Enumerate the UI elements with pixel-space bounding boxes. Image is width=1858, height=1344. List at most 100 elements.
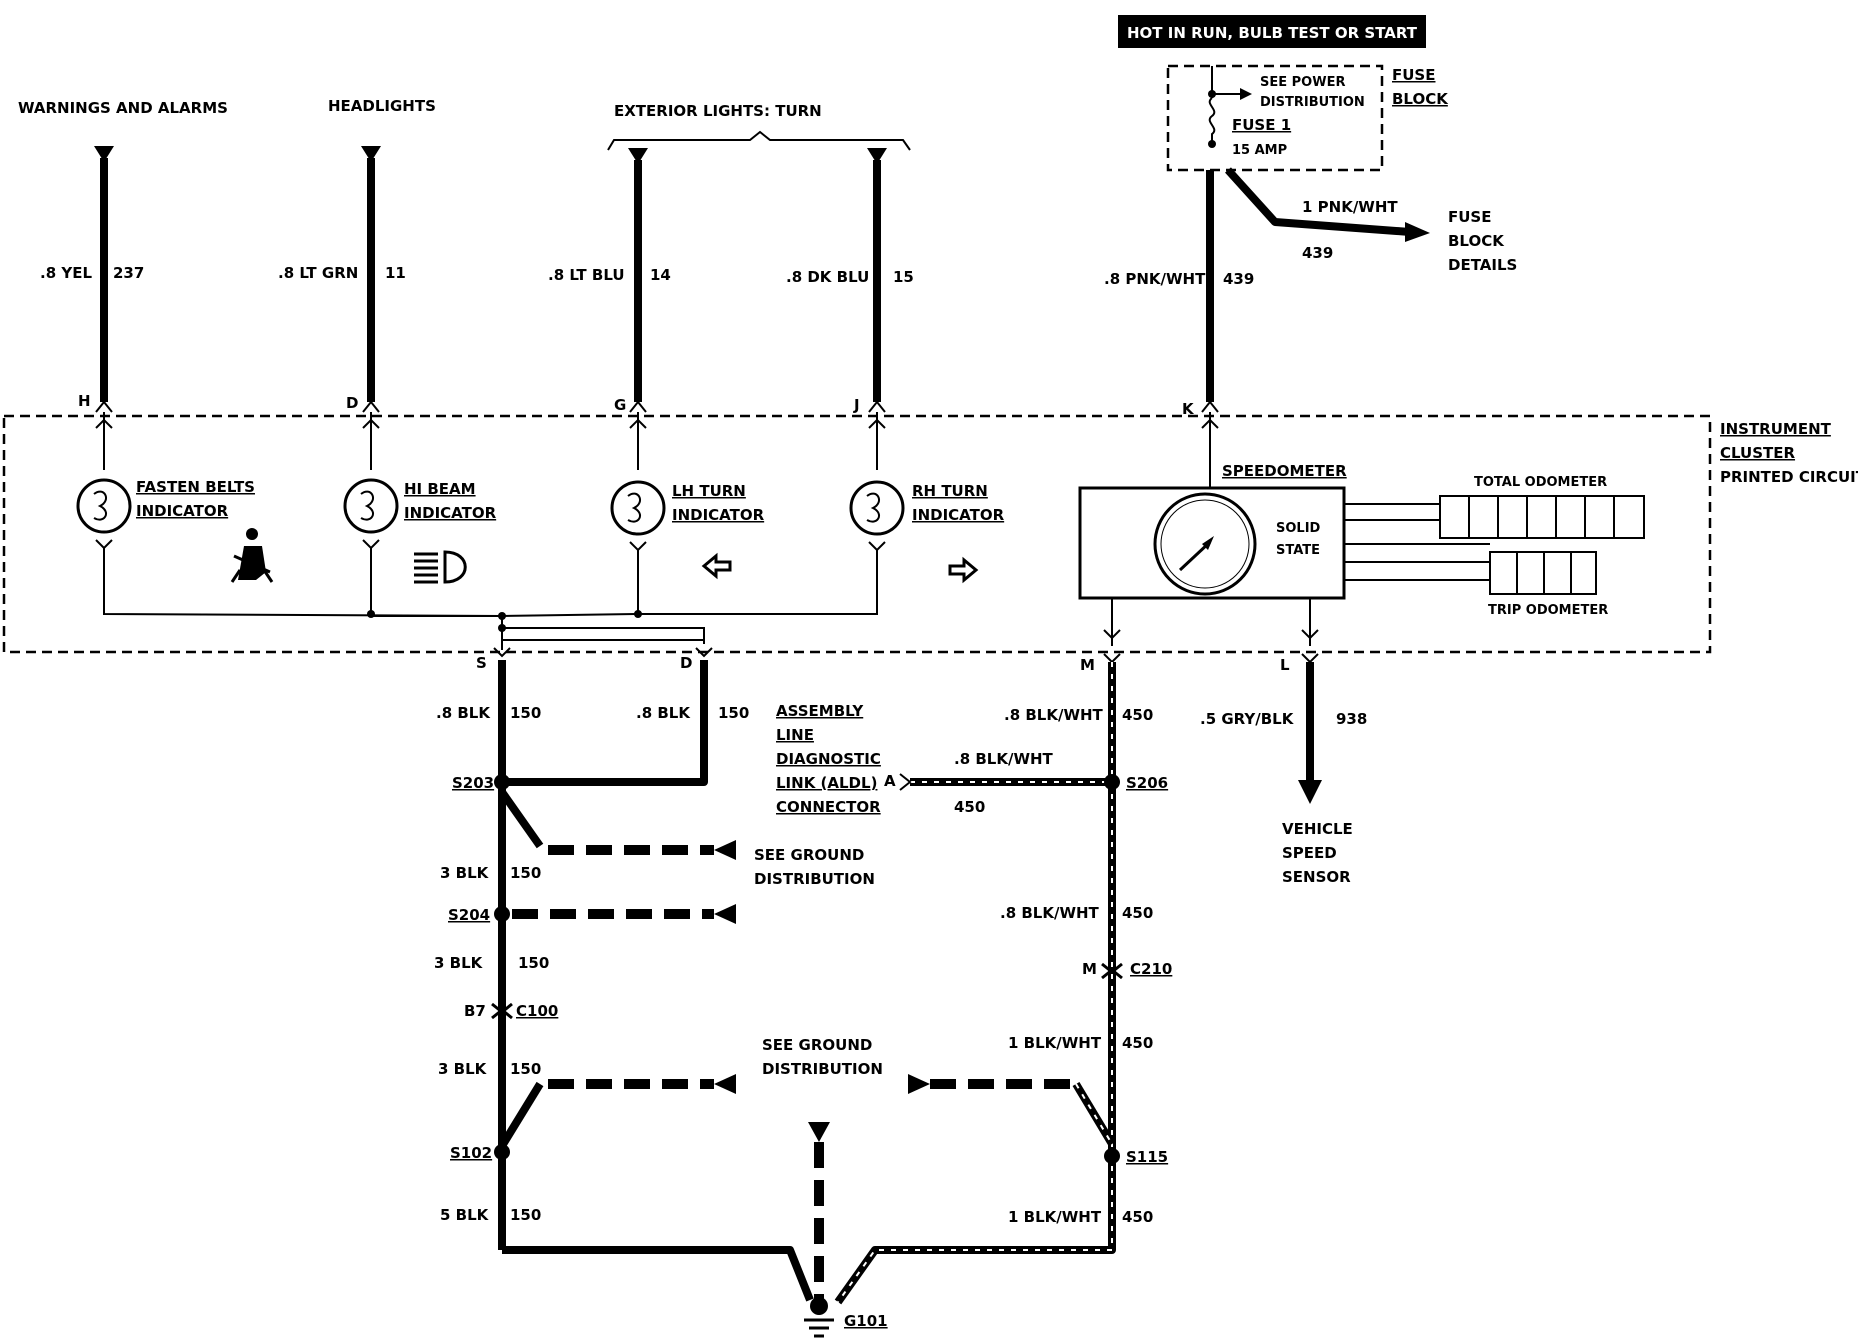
state-label: STATE <box>1276 543 1320 558</box>
s203-label: S203 <box>452 774 494 792</box>
g101-label: G101 <box>844 1312 888 1330</box>
fuse-block-title2: BLOCK <box>1392 90 1449 108</box>
c210-label: C210 <box>1130 960 1172 978</box>
speedo-feed <box>1201 412 1219 488</box>
label-wire-dkblu: .8 DK BLU <box>786 268 869 286</box>
n2-label: 150 <box>718 704 749 722</box>
fuse-node-top <box>1208 90 1216 98</box>
pin-l: L <box>1280 656 1290 674</box>
aldl-wire: .8 BLK/WHT <box>954 750 1054 768</box>
fuse-see1: SEE POWER <box>1260 75 1345 90</box>
c100-pin: B7 <box>464 1002 486 1020</box>
wire-d-s203 <box>502 660 708 786</box>
fuse-see-arrow <box>1240 88 1252 100</box>
fuse-out-wire: 1 PNK/WHT <box>1302 198 1398 216</box>
ground-arrow-2 <box>714 904 736 924</box>
ground-arrow-center <box>808 1122 830 1142</box>
fuse-block-title1: FUSE <box>1392 66 1435 84</box>
c100-label: C100 <box>516 1002 558 1020</box>
fuse-out-num: 439 <box>1302 244 1333 262</box>
ground-branch-4 <box>1072 1081 1116 1147</box>
rh-turn-bulb <box>849 412 905 612</box>
s206-label: S206 <box>1126 774 1168 792</box>
w4-label: .5 GRY/BLK <box>1200 710 1295 728</box>
total-odo-label: TOTAL ODOMETER <box>1474 475 1607 490</box>
trip-odometer <box>1489 551 1597 595</box>
n6-label: 150 <box>518 954 549 972</box>
turn-title: EXTERIOR LIGHTS: TURN <box>614 102 822 120</box>
warnings-title: WARNINGS AND ALARMS <box>18 99 228 117</box>
fuse-amp: 15 AMP <box>1232 143 1287 158</box>
fasten-label2: INDICATOR <box>136 502 229 520</box>
arrow-dkblu <box>867 148 887 164</box>
bus-node-1 <box>367 610 375 618</box>
c100-connector <box>491 1002 513 1020</box>
hi-beam-bulb <box>343 412 399 612</box>
conn-j <box>868 400 886 413</box>
wire-blkwht-stripe <box>837 662 1113 1303</box>
conn-k <box>1201 400 1219 413</box>
ground-branch-1 <box>498 789 544 849</box>
w2-label: .8 BLK <box>636 704 691 722</box>
aldl-connector <box>899 773 912 791</box>
label-wire-pnkwht: .8 PNK/WHT <box>1104 270 1206 288</box>
label-num-dkblu: 15 <box>893 268 914 286</box>
headlight-icon <box>414 550 467 584</box>
label-wire-ltgrn: .8 LT GRN <box>278 264 358 282</box>
s115-label: S115 <box>1126 1148 1168 1166</box>
vss2-label: SPEED <box>1282 844 1337 862</box>
pin-m: M <box>1080 656 1095 674</box>
hibeam-label2: INDICATOR <box>404 504 497 522</box>
conn-d <box>362 400 380 413</box>
fuse-details3: DETAILS <box>1448 256 1517 274</box>
wire-bottom-left <box>502 1246 814 1302</box>
vss3-label: SENSOR <box>1282 868 1351 886</box>
ground-branch-3 <box>498 1081 544 1149</box>
ground2b-label: DISTRIBUTION <box>762 1060 883 1078</box>
speedo-out-l <box>1301 598 1319 646</box>
aldl-label5: CONNECTOR <box>776 798 881 816</box>
c210-connector <box>1101 962 1123 980</box>
fasten-belts-bulb <box>76 412 132 612</box>
right-arrow-icon <box>948 556 979 584</box>
aldl-pin: A <box>884 772 896 790</box>
ground-arrow-3 <box>714 1074 736 1094</box>
conn-d-bottom <box>695 647 713 658</box>
lh-label1: LH TURN <box>672 482 746 500</box>
label-num-ltblu: 14 <box>650 266 671 284</box>
speedo-label: SPEEDOMETER <box>1222 462 1347 480</box>
fuse-label: FUSE 1 <box>1232 116 1291 134</box>
s204-label: S204 <box>448 906 490 924</box>
pin-d-top: D <box>346 394 358 412</box>
w9-label: 1 BLK/WHT <box>1008 1034 1102 1052</box>
conn-l <box>1301 653 1319 664</box>
ground-arrow-1 <box>714 840 736 860</box>
pin-g: G <box>614 396 626 414</box>
ground1a-label: SEE GROUND <box>754 846 864 864</box>
solid-label: SOLID <box>1276 521 1321 536</box>
s102-label: S102 <box>450 1144 492 1162</box>
aldl-label2: LINE <box>776 726 814 744</box>
ground-symbol <box>804 1318 834 1338</box>
ground-arrow-4 <box>908 1074 930 1094</box>
cluster-bus <box>103 612 878 617</box>
pin-k: K <box>1182 400 1195 418</box>
n8-label: 150 <box>510 1060 541 1078</box>
arrow-ltgrn <box>361 146 381 162</box>
speedometer-needle-tip <box>1202 536 1214 550</box>
pin-h: H <box>78 392 91 410</box>
s204-node <box>494 906 510 922</box>
cluster-title3: PRINTED CIRCUIT <box>1720 468 1858 486</box>
aldl-label4: LINK (ALDL) <box>776 774 877 792</box>
total-odometer <box>1439 495 1645 539</box>
fasten-label1: FASTEN BELTS <box>136 478 255 496</box>
w5-label: 3 BLK <box>440 864 490 882</box>
hot-banner <box>1118 15 1426 48</box>
w6-label: 3 BLK <box>434 954 484 972</box>
cluster-title2: CLUSTER <box>1720 444 1795 462</box>
ground1b-label: DISTRIBUTION <box>754 870 875 888</box>
n7-label: 450 <box>1122 904 1153 922</box>
w8-label: 3 BLK <box>438 1060 488 1078</box>
n10-label: 150 <box>510 1206 541 1224</box>
bus-node-2 <box>634 610 642 618</box>
